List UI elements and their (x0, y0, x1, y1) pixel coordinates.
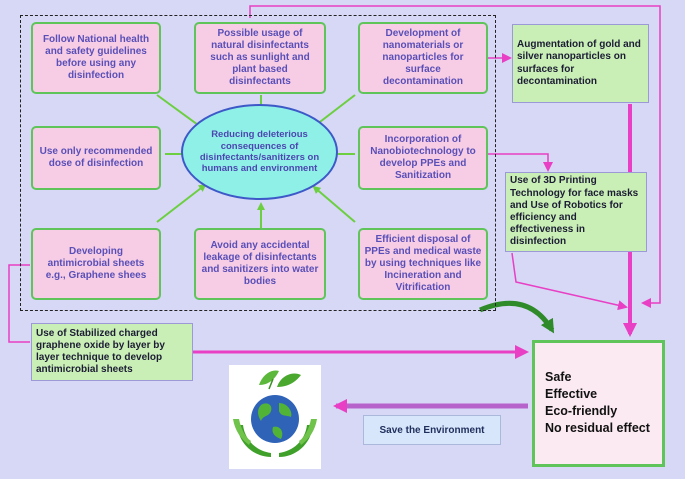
box-natural-disinfectants: Possible usage of natural disinfectants … (194, 22, 326, 94)
arrow-to-printing (488, 153, 553, 172)
box-graphene-oxide-text: Use of Stabilized charged graphene oxide… (36, 327, 165, 376)
arrow-printing-to-outcome (511, 252, 628, 311)
earth-hands-icon (229, 365, 321, 469)
outcome-eco-friendly: Eco-friendly (545, 404, 618, 418)
box-efficient-disposal-text: Efficient disposal of PPEs and medical w… (364, 233, 482, 294)
box-nanobiotech-text: Incorporation of Nanobiotechnology to de… (370, 133, 476, 182)
box-gold-silver: Augmentation of gold and silver nanopart… (512, 24, 649, 103)
box-nanobiotech: Incorporation of Nanobiotechnology to de… (358, 126, 488, 190)
box-natural-disinfectants-text: Possible usage of natural disinfectants … (210, 27, 310, 88)
box-gold-silver-text: Augmentation of gold and silver nanopart… (517, 39, 641, 87)
arrow-br (312, 185, 356, 223)
box-nanomaterials: Development of nanomaterials or nanopart… (358, 22, 488, 94)
box-antimicrobial-sheets: Developing antimicrobial sheets e.g., Gr… (31, 228, 161, 300)
arrow-left-loop (8, 264, 30, 343)
center-goal-ellipse: Reducing deleterious consequences of dis… (181, 104, 338, 200)
box-recommended-dose-text: Use only recommended dose of disinfectio… (39, 145, 153, 169)
outcome-no-residual: No residual effect (545, 421, 650, 435)
box-graphene-oxide: Use of Stabilized charged graphene oxide… (31, 323, 193, 381)
box-follow-guidelines-text: Follow National health and safety guidel… (42, 33, 150, 82)
curved-arrow-to-outcome (479, 300, 555, 334)
box-antimicrobial-sheets-text: Developing antimicrobial sheets e.g., Gr… (45, 245, 147, 282)
magenta-connectors (8, 5, 661, 343)
dashed-group-frame (20, 15, 496, 311)
box-printing-robotics-text: Use of 3D Printing Technology for face m… (510, 175, 639, 248)
center-goal-text: Reducing deleterious consequences of dis… (199, 129, 320, 175)
save-environment-label: Save the Environment (363, 415, 501, 445)
box-efficient-disposal: Efficient disposal of PPEs and medical w… (358, 228, 488, 300)
box-follow-guidelines: Follow National health and safety guidel… (31, 22, 161, 94)
outcome-effective: Effective (545, 387, 598, 401)
box-printing-robotics: Use of 3D Printing Technology for face m… (505, 172, 647, 252)
arrow-bl (156, 183, 207, 223)
arrow-top-loop (249, 5, 661, 308)
box-avoid-leakage: Avoid any accidental leakage of disinfec… (194, 228, 326, 300)
box-nanomaterials-text: Development of nanomaterials or nanopart… (382, 27, 464, 88)
box-recommended-dose: Use only recommended dose of disinfectio… (31, 126, 161, 190)
outcome-safe: Safe (545, 370, 572, 384)
box-avoid-leakage-text: Avoid any accidental leakage of disinfec… (201, 239, 319, 288)
outcome-box: Safe Effective Eco-friendly No residual … (532, 340, 665, 467)
